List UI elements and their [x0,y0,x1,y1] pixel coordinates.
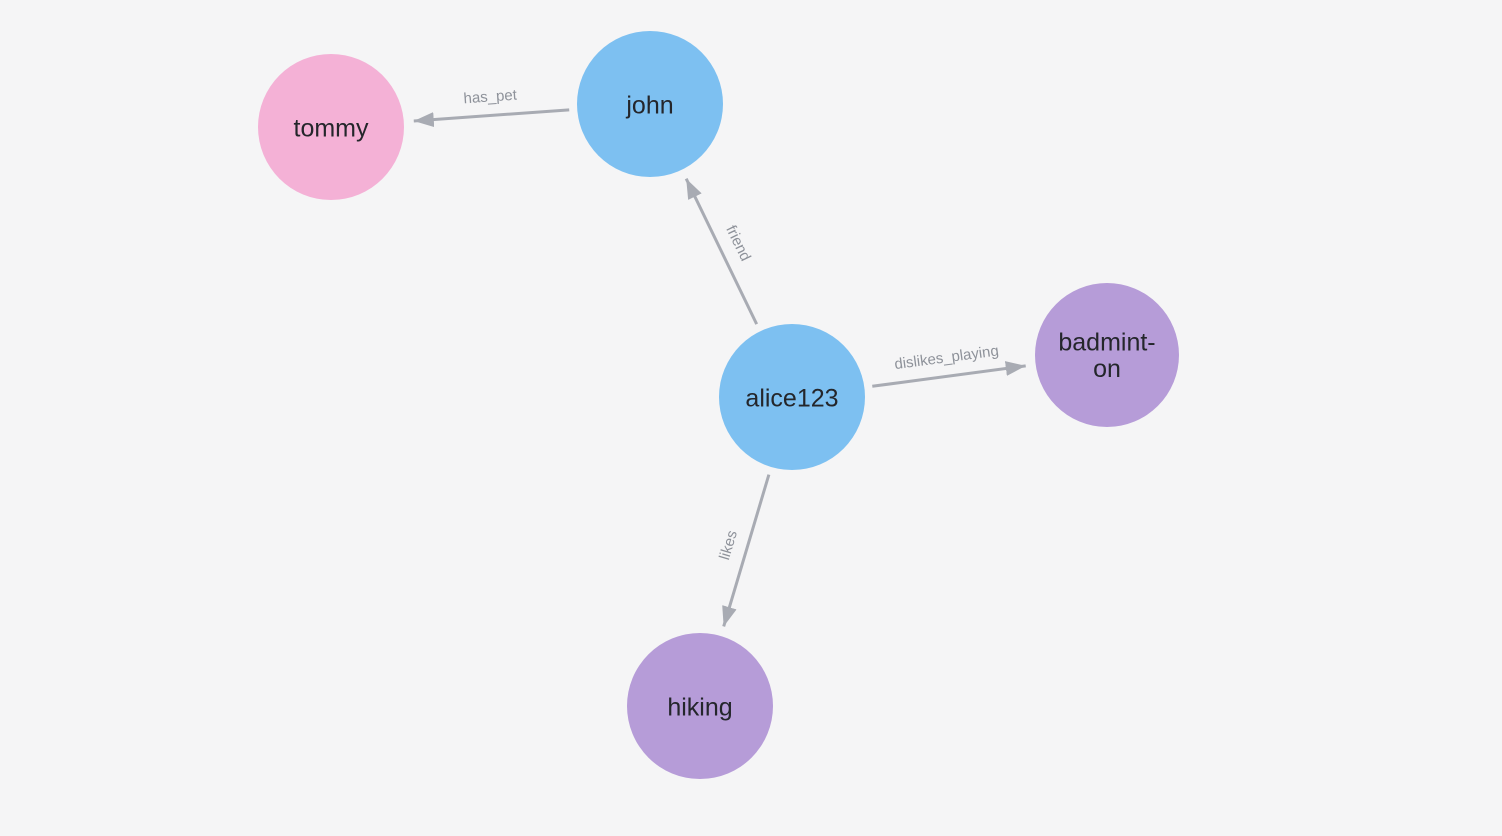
nodes-layer: tommy john alice123 badmint-on hiking [258,31,1179,779]
edge-line[interactable] [872,361,1026,388]
node-label-tommy: tommy [294,114,370,142]
node-circle-hiking[interactable] [627,633,773,779]
edge-label-likes: likes [716,528,741,562]
edge-line[interactable] [413,108,570,128]
node-label-badminton: badmint-on [1058,329,1155,383]
edge-has_pet[interactable]: has_pet [413,87,570,128]
node-label-john: john [625,91,673,119]
edge-label-friend: friend [722,223,754,264]
edge-line[interactable] [684,178,759,325]
node-tommy[interactable]: tommy [258,54,404,200]
edge-friend[interactable]: friend [684,178,759,325]
edge-likes[interactable]: likes [716,474,771,627]
edge-label-has_pet: has_pet [463,87,518,108]
node-circle-badminton[interactable] [1035,283,1179,427]
node-hiking[interactable]: hiking [627,633,773,779]
node-alice123[interactable]: alice123 [719,324,865,470]
node-circle-john[interactable] [577,31,723,177]
node-circle-tommy[interactable] [258,54,404,200]
node-john[interactable]: john [577,31,723,177]
node-badminton[interactable]: badmint-on [1035,283,1179,427]
node-circle-alice123[interactable] [719,324,865,470]
node-label-alice123: alice123 [745,384,838,412]
edge-dislikes_playing[interactable]: dislikes_playing [872,342,1026,388]
edge-line[interactable] [722,474,771,627]
node-label-hiking: hiking [667,693,732,721]
edge-label-dislikes_playing: dislikes_playing [893,342,999,373]
